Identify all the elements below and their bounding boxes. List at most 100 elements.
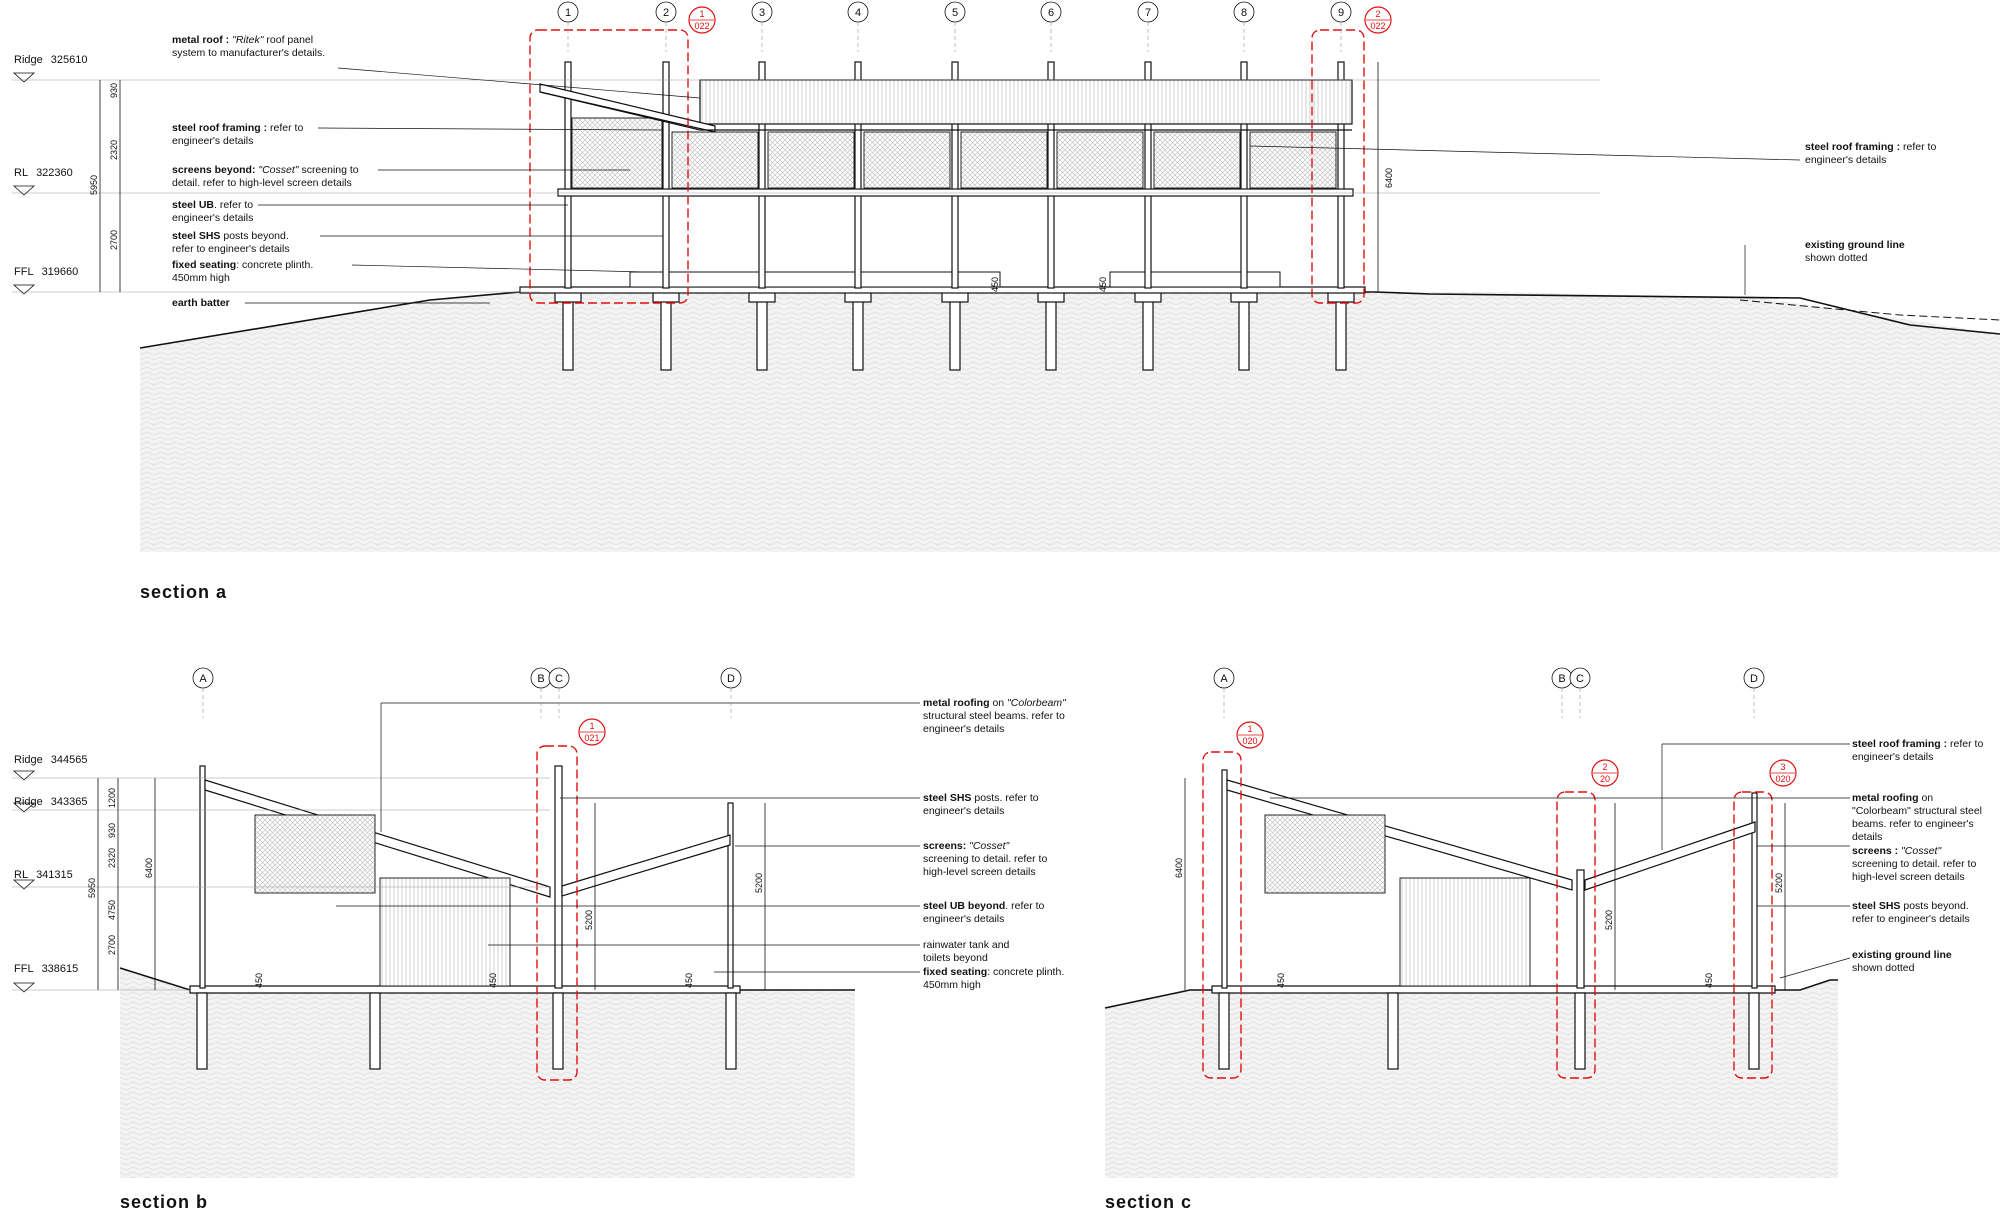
note-c-roof-framing: steel roof framing : refer to <box>1852 738 1983 750</box>
grid-a-4-label: 4 <box>855 7 861 19</box>
roof-left-b <box>204 779 551 898</box>
note-steel-shs-line2: refer to engineer's details <box>172 243 290 255</box>
callout-c3-number: 3 <box>1780 762 1785 772</box>
note-b-screens: screens: "Cosset" <box>923 840 1011 852</box>
dim-5200-b1: 5200 <box>584 910 594 930</box>
earth-fill-b <box>120 968 855 1178</box>
grid-b-B-label: B <box>537 673 544 685</box>
detail-callout-box-1 <box>529 29 689 304</box>
note-b-metal-roofing-l3: engineer's details <box>923 723 1004 735</box>
note-c-metal-roofing-l2: "Colorbeam" structural steel <box>1852 805 1982 817</box>
note-b-steel-shs: steel SHS posts. refer to <box>923 792 1039 804</box>
section-a <box>12 29 2000 552</box>
callout-a1-sheet: 022 <box>694 21 709 31</box>
grid-a-6-label: 6 <box>1048 7 1054 19</box>
dim-6400-a: 6400 <box>1384 168 1394 188</box>
piers-b <box>196 992 737 1070</box>
level-markers-a <box>12 62 1600 295</box>
note-b-steel-ub-l2: engineer's details <box>923 913 1004 925</box>
note-c-metal-roofing: metal roofing on <box>1852 792 1933 804</box>
dim-5950-b: 5950 <box>87 878 97 898</box>
note-c-screens-l3: high-level screen details <box>1852 871 1965 883</box>
grid-c-C-label: C <box>1576 673 1584 685</box>
dim-930-b: 930 <box>107 823 117 838</box>
fixed-seating-left <box>629 271 1001 288</box>
dim-2700-b: 2700 <box>107 935 117 955</box>
floor-slab <box>519 286 1366 294</box>
roof-right-c <box>1584 821 1756 891</box>
callout-c2-number: 2 <box>1602 762 1607 772</box>
detail-callout-box-c2 <box>1556 791 1596 1079</box>
note-steel-shs: steel SHS posts beyond. <box>172 230 289 242</box>
grid-c-D-label: D <box>1750 673 1758 685</box>
note-steel-ub-line2: engineer's details <box>172 212 253 224</box>
dim-450-a2: 450 <box>1098 277 1108 292</box>
screens-b <box>254 814 376 894</box>
earth-fill <box>140 292 2000 552</box>
posts-b <box>199 765 734 989</box>
note-metal-roof: metal roof : "Ritek" roof panel <box>172 34 313 46</box>
dims-c <box>1184 778 1786 990</box>
note-c-steel-shs: steel SHS posts beyond. <box>1852 900 1969 912</box>
slab-b <box>189 985 741 994</box>
posts-c <box>1221 769 1758 989</box>
dim-2320-b: 2320 <box>107 848 117 868</box>
detail-callout-box-c1 <box>1202 751 1242 1079</box>
dim-450-b1: 450 <box>254 973 264 988</box>
callout-a1-number: 1 <box>699 9 704 19</box>
callout-b1-number: 1 <box>589 721 594 731</box>
notes-right-a: steel roof framing : refer to engineer's… <box>1805 141 1936 264</box>
ground-line <box>139 291 2000 349</box>
dim-4750-b: 4750 <box>107 900 117 920</box>
dim-6400-c: 6400 <box>1174 858 1184 878</box>
dim-5200-c1: 5200 <box>1604 910 1614 930</box>
toilet-block-c <box>1399 877 1531 987</box>
note-fixed-seating: fixed seating: concrete plinth. <box>172 259 313 271</box>
grid-b-D-label: D <box>727 673 735 685</box>
steel-ub <box>557 188 1354 197</box>
screens-c <box>1264 814 1386 894</box>
dim-6400-b: 6400 <box>144 858 154 878</box>
metal-roof <box>699 79 1353 125</box>
note-b-steel-shs-l2: engineer's details <box>923 805 1004 817</box>
note-steel-ub: steel UB. refer to <box>172 199 253 211</box>
note-c-screens: screens : "Cosset" <box>1852 845 1942 857</box>
leader-lines <box>245 67 1851 979</box>
dim-930-a: 930 <box>109 83 119 98</box>
dim-5200-c2: 5200 <box>1774 873 1784 893</box>
note-b-metal-roofing-l2: structural steel beams. refer to <box>923 710 1065 722</box>
detail-callout-box-b <box>536 745 578 1081</box>
note-b-steel-ub: steel UB beyond. refer to <box>923 900 1045 912</box>
dim-5950-a: 5950 <box>89 175 99 195</box>
grid-a-3-label: 3 <box>759 7 765 19</box>
grid-a-9-label: 9 <box>1338 7 1344 19</box>
existing-ground-dotted <box>1739 299 2000 321</box>
callout-a2-sheet: 022 <box>1370 21 1385 31</box>
section-b-title: section b <box>120 1192 208 1212</box>
dim-450-c2: 450 <box>1704 973 1714 988</box>
dim-1200-b: 1200 <box>107 788 117 808</box>
note-fixed-seating-line2: 450mm high <box>172 272 230 284</box>
note-roof-framing-line2: engineer's details <box>172 135 253 147</box>
dim-2700-a: 2700 <box>109 230 119 250</box>
note-screens-line2: detail. refer to high-level screen detai… <box>172 177 352 189</box>
callout-b1-sheet: 021 <box>584 733 599 743</box>
dim-5200-b2: 5200 <box>754 873 764 893</box>
note-c-existing-ground: existing ground line <box>1852 949 1952 961</box>
roof-framing <box>539 91 1352 131</box>
dim-450-b2: 450 <box>488 973 498 988</box>
grid-a-5-label: 5 <box>952 7 958 19</box>
notes-b: metal roofing on "Colorbeam" structural … <box>923 697 1067 991</box>
callout-c3-sheet: 020 <box>1775 774 1790 784</box>
note-screens: screens beyond: "Cosset" screening to <box>172 164 359 176</box>
callout-c1-sheet: 020 <box>1242 736 1257 746</box>
callout-c1-number: 1 <box>1247 724 1252 734</box>
detail-callout-box-2 <box>1311 29 1365 304</box>
